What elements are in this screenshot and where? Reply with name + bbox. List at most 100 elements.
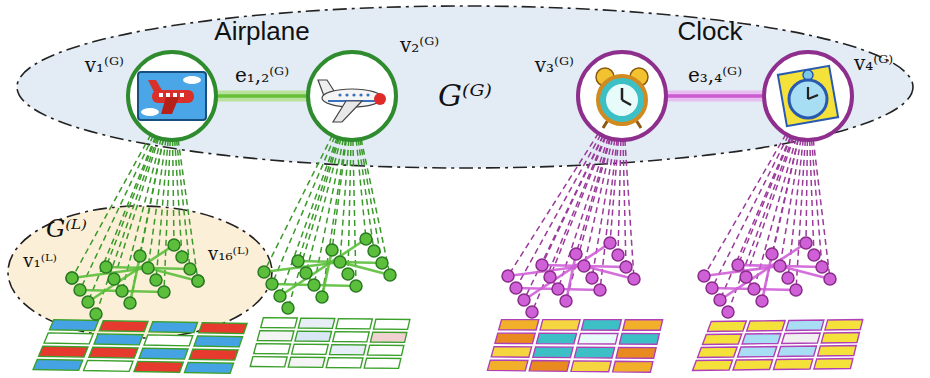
window <box>352 93 355 96</box>
patch-dot <box>108 273 120 285</box>
patch-dot <box>326 244 338 256</box>
hand <box>807 87 809 99</box>
image-patch <box>742 334 781 344</box>
local-edges <box>508 243 634 301</box>
window <box>159 93 163 97</box>
image-patch <box>693 360 733 370</box>
image-patch <box>707 321 746 331</box>
node-label: v₁⁽ᴸ⁾ <box>23 251 57 272</box>
image-patch <box>529 361 569 372</box>
patch-dot <box>342 268 354 280</box>
projection-line <box>806 140 807 243</box>
patch-dot <box>292 255 304 267</box>
circle-fill <box>764 52 852 140</box>
image-patch <box>336 319 372 329</box>
dot-circle <box>192 275 204 287</box>
clock-face <box>789 80 827 118</box>
patch-dot <box>258 266 270 278</box>
image-patch <box>189 349 238 360</box>
patch-dot <box>628 273 640 285</box>
patch-dot <box>376 257 388 269</box>
patch-dot <box>714 294 726 306</box>
window <box>338 93 341 96</box>
text-holder: Clock <box>677 17 742 47</box>
text-holder: v₃⁽ᴳ⁾ <box>535 54 574 77</box>
window <box>345 93 348 96</box>
patch-dot <box>74 284 86 296</box>
circle-fill <box>128 52 216 140</box>
image-patch <box>733 360 773 370</box>
image-node: v₄⁽ᴳ⁾ <box>762 50 854 142</box>
edge-line <box>668 94 762 98</box>
text-holder: Airplane <box>214 17 309 47</box>
patch-dot <box>620 261 632 273</box>
ellipse-border <box>17 6 913 168</box>
edge-connector <box>668 96 762 97</box>
local-edge <box>280 239 366 296</box>
circle-border <box>308 52 396 140</box>
patch-dot <box>706 282 718 294</box>
node-label: v₁⁽ᴳ⁾ <box>85 54 124 77</box>
patch-dot <box>560 295 572 307</box>
cloud <box>141 108 159 116</box>
window <box>166 93 170 97</box>
patch-dot <box>604 237 616 249</box>
patch-dot <box>82 296 94 308</box>
image-patch <box>698 347 738 357</box>
patch-dot <box>782 272 794 284</box>
text-holder: v₂⁽ᴳ⁾ <box>400 34 439 57</box>
image-patch <box>370 332 406 342</box>
image-patch <box>747 321 786 331</box>
patch-dot <box>191 274 205 288</box>
text-holder: v₁⁽ᴳ⁾ <box>85 54 124 77</box>
nose <box>374 93 386 105</box>
patch-dot <box>774 260 786 272</box>
patch-dot <box>100 261 112 273</box>
image-patch <box>821 333 859 343</box>
circle-border <box>764 52 852 140</box>
hand <box>622 100 631 105</box>
image-patch <box>298 318 334 328</box>
patch-dot <box>612 249 624 261</box>
image-patch-grid <box>250 318 410 369</box>
patch-dot <box>824 273 836 285</box>
edge-glow <box>668 91 762 102</box>
image-patch <box>333 332 369 342</box>
patch-dot <box>586 272 598 284</box>
text-holder: e₁,₂⁽ᴳ⁾ <box>235 64 289 87</box>
edge-label: e₁,₂⁽ᴳ⁾ <box>235 64 289 87</box>
patch-dot <box>800 237 812 249</box>
circle-fill <box>578 52 666 140</box>
patch-dot <box>184 263 196 275</box>
projection-line <box>738 137 791 265</box>
image-patch <box>250 357 287 367</box>
image-patch <box>44 333 93 344</box>
local-edge <box>762 254 772 301</box>
patch-dot <box>526 306 538 318</box>
circle-border <box>578 52 666 140</box>
image-patch <box>194 336 243 347</box>
patch-dot <box>300 267 312 279</box>
image-circle <box>576 50 668 142</box>
graph-name: G⁽ᴸ⁾ <box>46 216 87 244</box>
sky <box>138 72 206 120</box>
patch-dot <box>740 271 752 283</box>
image-patch <box>702 334 741 344</box>
patch-dot <box>158 286 170 298</box>
text-holder: G⁽ᴸ⁾ <box>46 216 87 244</box>
image-patch <box>536 333 576 344</box>
patch-dot <box>570 248 582 260</box>
patch-dot <box>266 278 278 290</box>
clock-face <box>598 76 646 124</box>
patch-dots <box>698 237 836 318</box>
image-patch <box>778 346 817 356</box>
image-patch <box>786 320 824 330</box>
edge-connector <box>218 96 306 97</box>
category-label: Clock <box>677 17 742 47</box>
patch-dot <box>274 290 286 302</box>
patch-dot <box>766 248 778 260</box>
image-patch-grid <box>33 320 247 374</box>
edge-line <box>218 94 306 98</box>
